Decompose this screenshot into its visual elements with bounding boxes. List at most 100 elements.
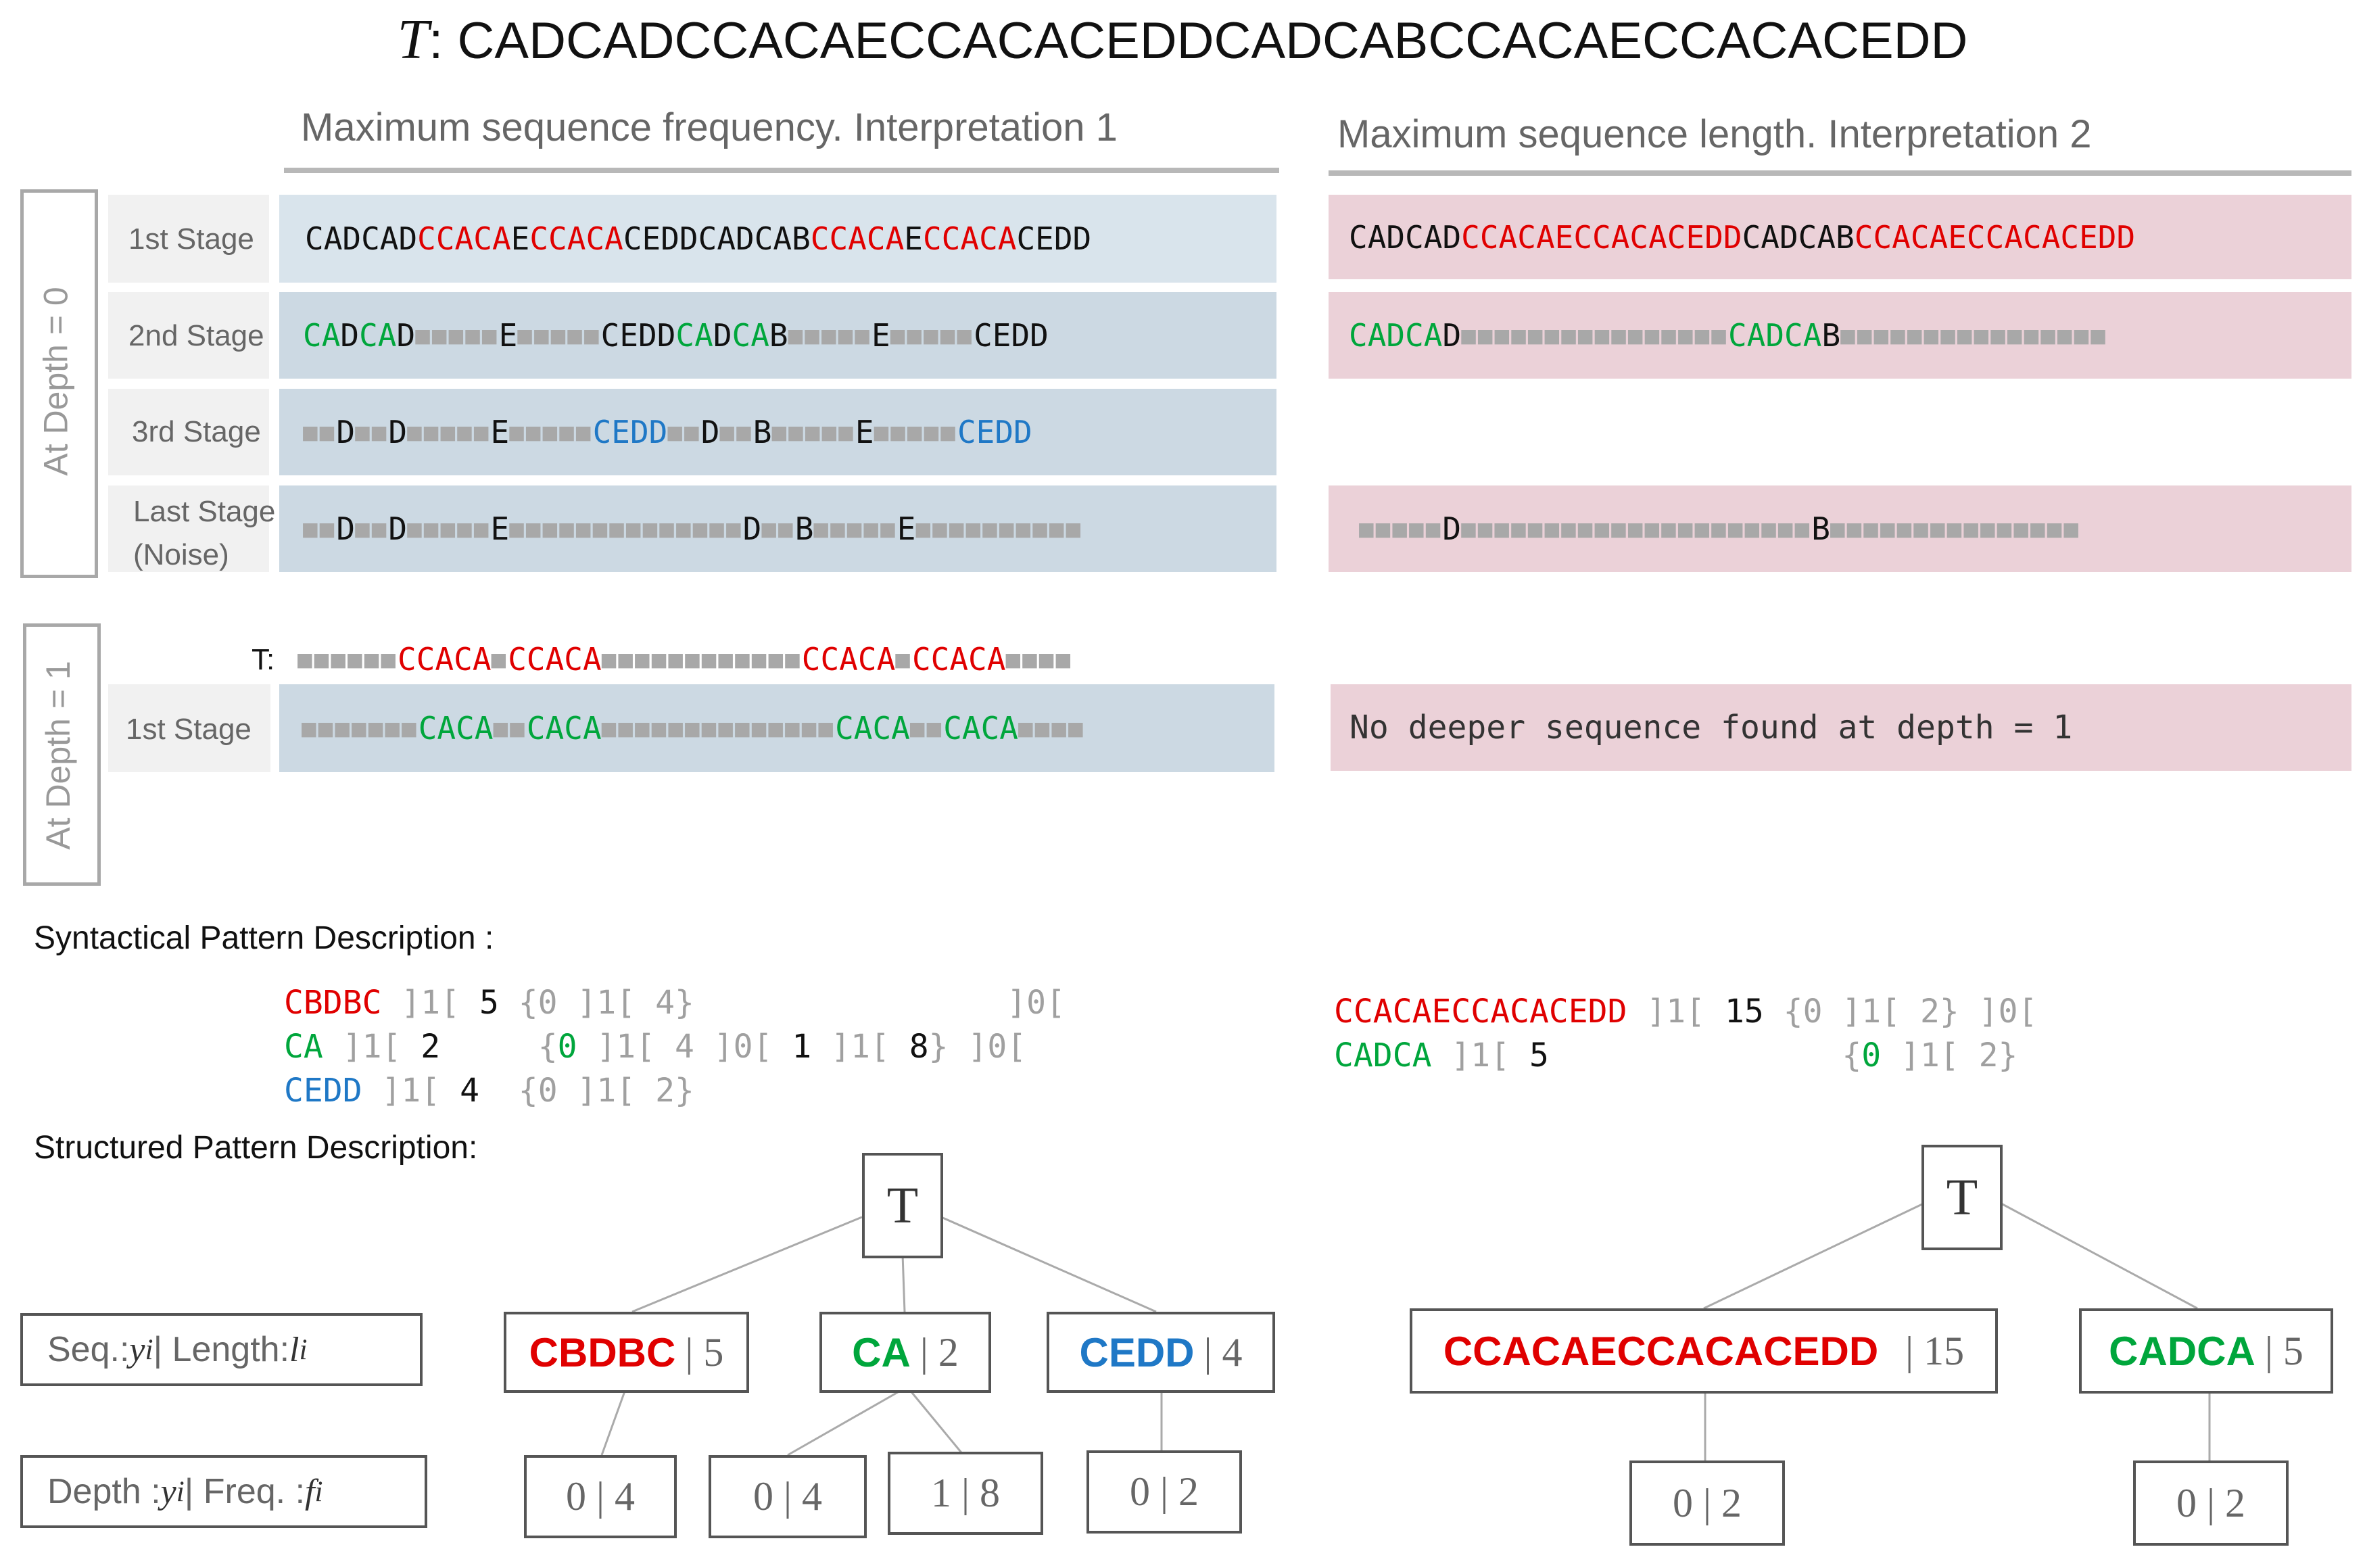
gap-marker: ■■■■■ xyxy=(517,321,601,350)
sequence-segment: E xyxy=(498,317,518,354)
sequence-segment: CCACA xyxy=(529,220,623,257)
gap-marker: ■■■■■■■ xyxy=(302,714,419,742)
sequence-segment: CA xyxy=(303,317,341,354)
node-len: | 4 xyxy=(1203,1329,1243,1375)
interp1-stage3-row: ■■D■■D■■■■■E■■■■■CEDD■■D■■B■■■■■E■■■■■CE… xyxy=(279,389,1276,475)
header-interpretation-1: Maximum sequence frequency. Interpretati… xyxy=(301,105,1118,149)
gap-marker: ■■■■■ xyxy=(788,321,871,350)
node-len: | 15 xyxy=(1905,1328,1965,1373)
gap-marker: ■■■■■ xyxy=(771,418,855,446)
sequence-segment: CEDD xyxy=(592,414,668,450)
sequence-segment: ]1[ xyxy=(831,1028,909,1066)
depth-1-box xyxy=(23,623,101,886)
sequence-segment: CEDD xyxy=(957,414,1032,450)
header-underline-right xyxy=(1329,170,2351,176)
sequence-segment: B xyxy=(752,414,772,450)
stage-label-1: 1st Stage xyxy=(128,222,254,256)
sequence-segment: ]1[ xyxy=(1901,1037,1979,1074)
sequence-segment: CCACA xyxy=(911,641,1006,678)
gap-marker: ■■■■■■■■■■■■ xyxy=(601,645,802,673)
sequence-segment: CCACA xyxy=(417,220,511,257)
depth1-t-row: ■■■■■■CCACA■CCACA■■■■■■■■■■■■CCACA■CCACA… xyxy=(297,636,1072,683)
sequence-segment: E xyxy=(855,414,874,450)
gap-marker: ■■■■■ xyxy=(415,321,499,350)
sequence-segment: 4} xyxy=(655,984,694,1022)
legend-len-sub: i xyxy=(299,1333,308,1366)
legend-seq-sub: i xyxy=(145,1333,153,1366)
sequence-segment: CCACA xyxy=(801,641,896,678)
sequence-segment: E xyxy=(490,510,510,547)
sequence-segment: } ]0[ xyxy=(928,1028,1027,1066)
node-seq: CCACAECCACACEDD xyxy=(1443,1328,1879,1374)
sequence-segment: D xyxy=(1442,510,1462,547)
sequence-segment: 4 xyxy=(674,1028,714,1066)
sequence-segment: ]0[ xyxy=(713,1028,792,1066)
depth1-t-label: T: xyxy=(252,643,275,676)
sequence-segment: CCACAECCACACEDD xyxy=(1854,218,2136,256)
sequence-segment: ]1[ xyxy=(342,1028,421,1066)
legend-depth-var: y xyxy=(160,1472,176,1511)
sequence-segment: E xyxy=(897,510,916,547)
gap-marker: ■■■■ xyxy=(1018,714,1085,742)
syntax-right-block: CCACAECCACACEDD ]1[ 15 {0 ]1[ 2} ]0[ CAD… xyxy=(1334,993,2037,1080)
sequence-segment: CA xyxy=(284,1028,343,1066)
gap-marker: ■■ xyxy=(303,515,337,543)
sequence-segment: B xyxy=(1821,317,1841,354)
depth1-stage-label: 1st Stage xyxy=(126,713,252,746)
gap-marker: ■■■■■■■■■■ xyxy=(915,515,1083,543)
sequence-segment: D xyxy=(396,317,416,354)
interp1-stage4-row: ■■D■■D■■■■■E■■■■■■■■■■■■■■D■■B■■■■■E■■■■… xyxy=(279,485,1276,572)
gap-marker: ■■ xyxy=(303,418,337,446)
sequence-segment: E xyxy=(871,317,890,354)
sequence-segment: CADCA xyxy=(1727,317,1822,354)
sequence-segment: CACA xyxy=(943,710,1018,746)
sequence-segment: 15 xyxy=(1724,993,1784,1030)
gap-marker: ■ xyxy=(895,645,912,673)
sequence-segment: ]1[ xyxy=(1451,1037,1529,1074)
sequence-segment: 1 xyxy=(792,1028,832,1066)
sequence-segment: { xyxy=(538,1028,558,1066)
node-seq: CBDBC xyxy=(529,1329,676,1375)
sequence-segment: CEDD xyxy=(1016,220,1092,257)
tree-right-node-cadca: CADCA| 5 xyxy=(2079,1308,2333,1394)
syntax-line: CEDD ]1[ 4 {0 ]1[ 2} xyxy=(284,1072,1066,1116)
syntax-left-block: CBDBC ]1[ 5 {0 ]1[ 4} ]0[ CA ]1[ 2 {0 ]1… xyxy=(284,984,1066,1116)
stage-label-4-line2: (Noise) xyxy=(133,538,229,571)
depth-0-box xyxy=(20,189,98,578)
sequence-segment: ]1[ xyxy=(401,984,479,1022)
sequence-title: T: CADCADCCACAECCACACEDDCADCABCCACAECCAC… xyxy=(0,7,2365,72)
sequence-segment: B xyxy=(769,317,788,354)
sequence-segment: 8 xyxy=(909,1028,929,1066)
sequence-segment: D xyxy=(713,317,732,354)
gap-marker: ■■ xyxy=(667,418,701,446)
stage-label-4-line1: Last Stage xyxy=(133,495,276,528)
sequence-segment: B xyxy=(794,510,814,547)
stage-bg-2 xyxy=(108,292,269,379)
sequence-segment: CA xyxy=(359,317,397,354)
gap-marker: ■■■■■■ xyxy=(297,645,398,673)
sequence-segment: ]1[ xyxy=(381,1072,460,1110)
sequence-segment: E xyxy=(510,220,530,257)
gap-marker: ■■■■■ xyxy=(407,418,491,446)
node-seq: CA xyxy=(852,1329,911,1375)
sequence-segment: ]1[ xyxy=(1842,993,1920,1030)
syntax-line: CA ]1[ 2 {0 ]1[ 4 ]0[ 1 ]1[ 8} ]0[ xyxy=(284,1028,1066,1072)
sequence-segment: 2} xyxy=(655,1072,694,1110)
sequence-segment: CCACAECCACACEDD xyxy=(1334,993,1647,1030)
sequence-segment: ]0[ xyxy=(1978,993,2038,1030)
sequence-segment: D xyxy=(700,414,720,450)
tree-left-node-cedd: CEDD| 4 xyxy=(1047,1312,1275,1393)
stage-label-2: 2nd Stage xyxy=(128,319,264,352)
sequence-segment: CA xyxy=(675,317,713,354)
sequence-segment: CEDD xyxy=(284,1072,382,1110)
tree-left-leaf: 0 | 4 xyxy=(524,1455,677,1538)
gap-marker: ■■■■■■■■■■■■■■■■ xyxy=(1840,321,2107,350)
interp2-stage4-row: ■■■■■D■■■■■■■■■■■■■■■■■■■■■B■■■■■■■■■■■■… xyxy=(1329,485,2351,572)
sequence-segment: ]1[ xyxy=(577,1072,656,1110)
